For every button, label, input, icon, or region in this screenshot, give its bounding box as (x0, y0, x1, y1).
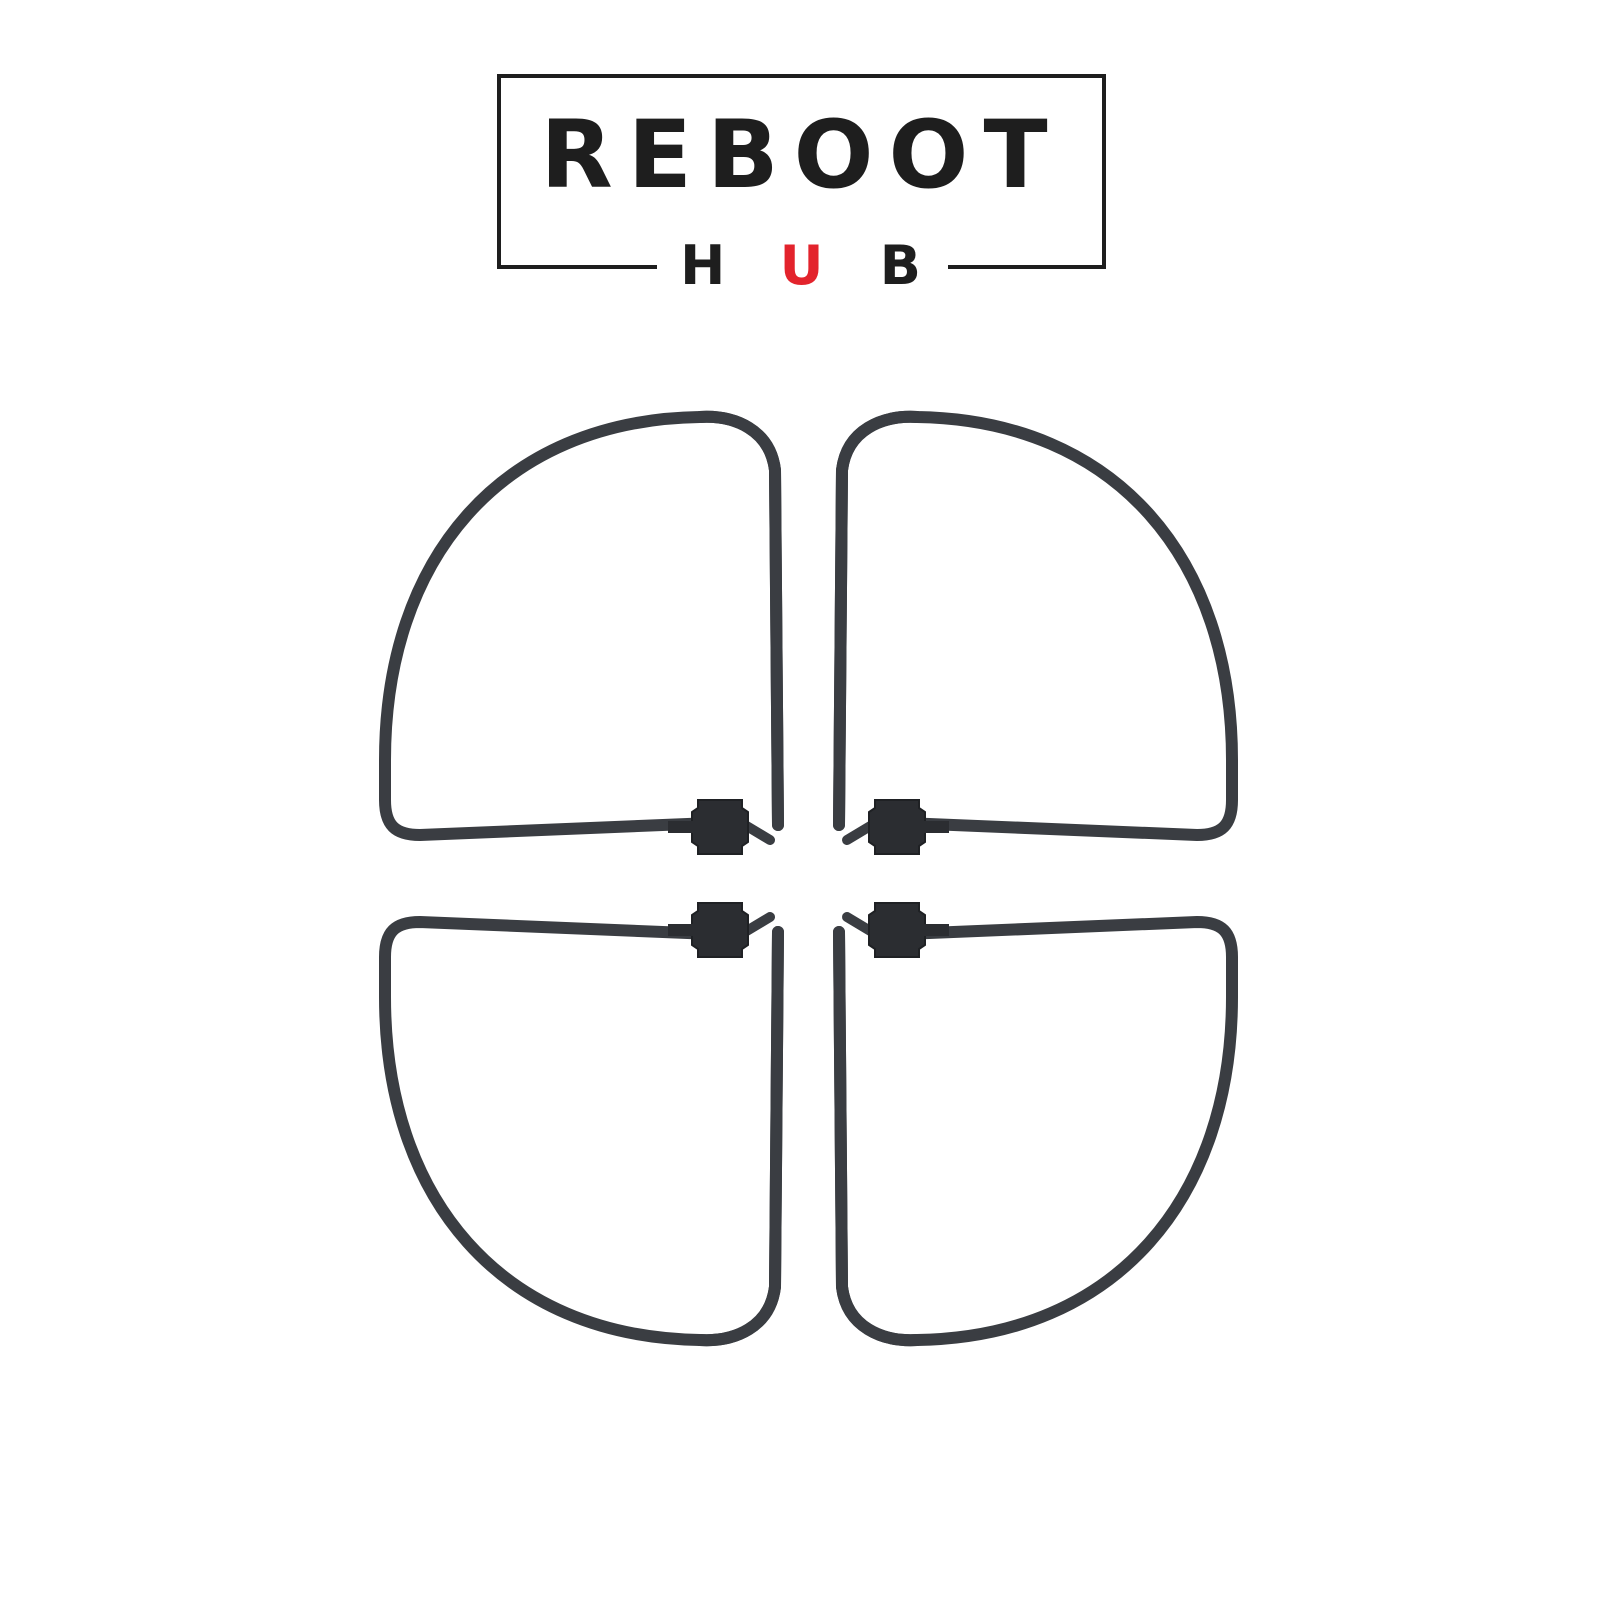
guard-bottom-right (839, 903, 1232, 1340)
logo-letter-b: B (879, 234, 921, 297)
brand-logo: REBOOT H U B (497, 74, 1106, 293)
logo-letter-u: U (779, 234, 824, 297)
logo-letter-h: H (680, 234, 726, 297)
logo-wordmark: REBOOT (540, 101, 1063, 210)
guard-top-right (839, 417, 1232, 854)
logo-submark: H U B (497, 239, 1106, 293)
guard-bottom-left (385, 903, 778, 1340)
guard-top-left (385, 417, 778, 854)
